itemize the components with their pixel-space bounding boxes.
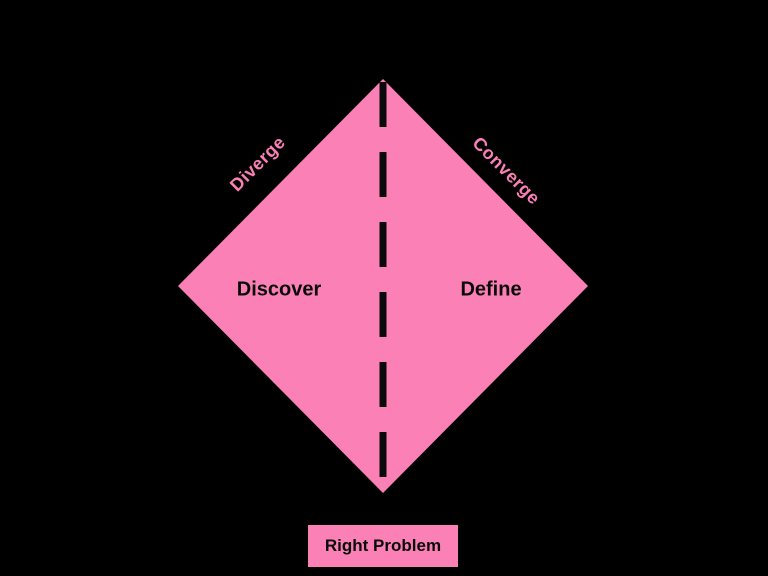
half-label-discover: Discover: [236, 278, 322, 301]
right-problem-label: Right Problem: [324, 536, 442, 555]
right-problem-box: Right Problem: [308, 525, 458, 567]
half-label-define: Define: [460, 278, 522, 301]
diamond-shape: [178, 79, 588, 493]
